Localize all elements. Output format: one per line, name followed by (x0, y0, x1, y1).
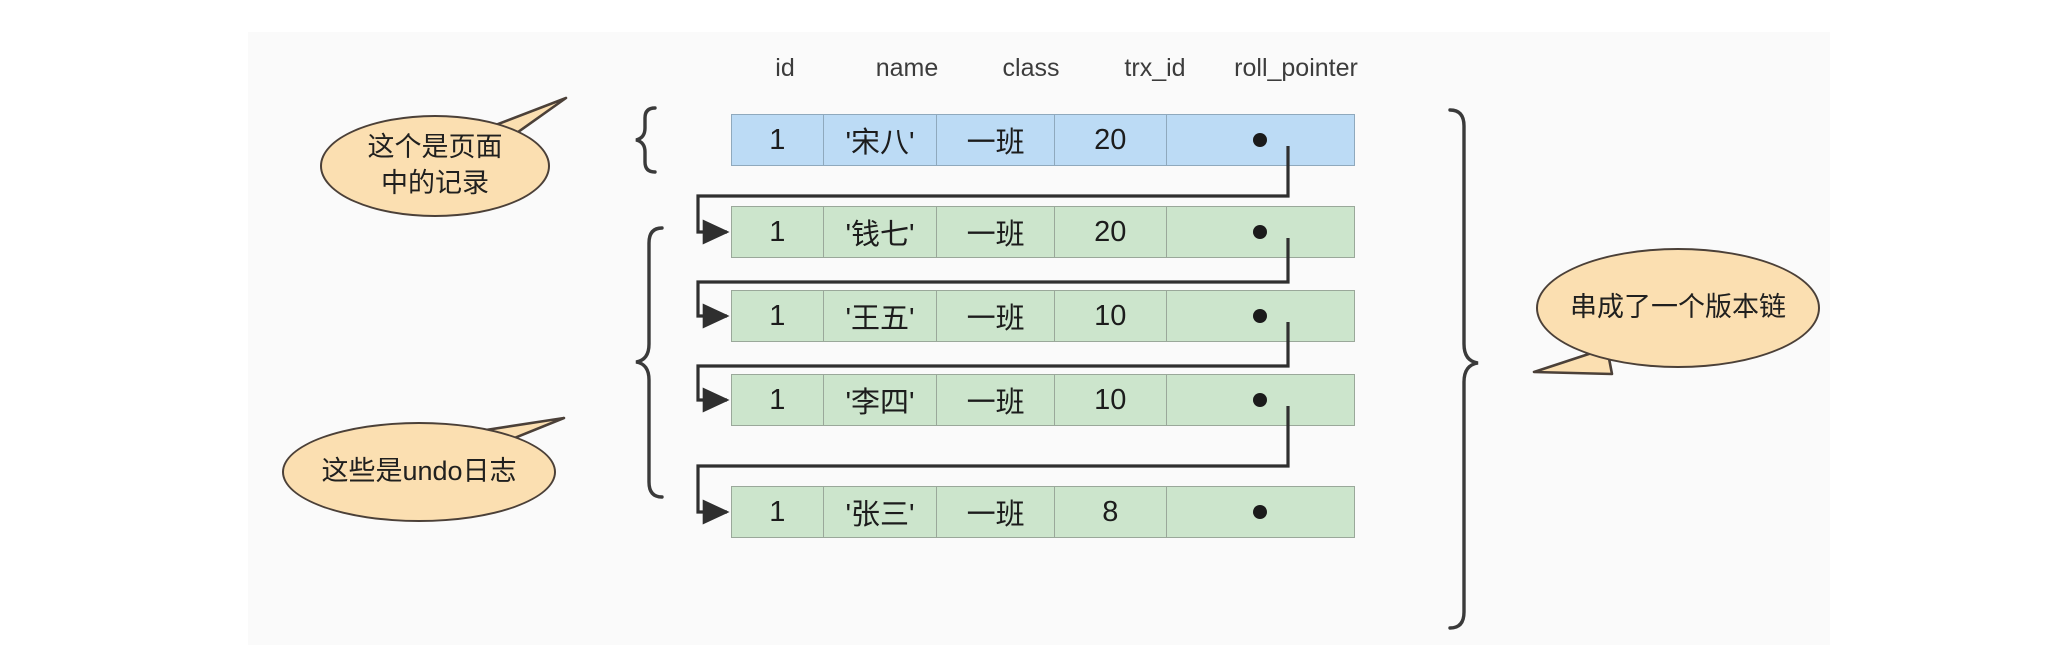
callout-line: 串成了一个版本链 (1570, 292, 1786, 323)
cell-class: 一班 (937, 207, 1055, 257)
cell-roll-pointer (1167, 487, 1354, 537)
cell-name: '钱七' (824, 207, 938, 257)
cell-roll-pointer (1167, 291, 1354, 341)
cell-name: '李四' (824, 375, 938, 425)
table-row[interactable]: 1 '李四' 一班 10 (731, 374, 1355, 426)
cell-trx-id: 20 (1055, 115, 1167, 165)
callout-page-record: 这个是页面 中的记录 (320, 115, 550, 217)
cell-trx-id: 8 (1055, 487, 1167, 537)
cell-class: 一班 (937, 115, 1055, 165)
cell-id: 1 (732, 487, 824, 537)
cell-id: 1 (732, 375, 824, 425)
column-header-id: id (775, 54, 795, 82)
column-header-roll-pointer: roll_pointer (1234, 54, 1358, 82)
pointer-dot-icon (1253, 225, 1268, 239)
cell-id: 1 (732, 207, 824, 257)
cell-roll-pointer (1167, 207, 1354, 257)
cell-class: 一班 (937, 487, 1055, 537)
cell-class: 一班 (937, 291, 1055, 341)
cell-name: '张三' (824, 487, 938, 537)
cell-roll-pointer (1167, 115, 1354, 165)
column-header-class: class (1002, 54, 1060, 82)
cell-name: '宋八' (824, 115, 938, 165)
cell-name: '王五' (824, 291, 938, 341)
cell-class: 一班 (937, 375, 1055, 425)
pointer-dot-icon (1253, 309, 1268, 323)
cell-id: 1 (732, 115, 824, 165)
pointer-dot-icon (1253, 133, 1268, 147)
column-header-name: name (875, 54, 939, 82)
callout-line: 这些是undo日志 (321, 456, 517, 487)
cell-roll-pointer (1167, 375, 1354, 425)
callout-line: 这个是页面 (367, 132, 503, 163)
pointer-dot-icon (1253, 505, 1268, 519)
cell-trx-id: 10 (1055, 291, 1167, 341)
callout-version-chain: 串成了一个版本链 (1536, 248, 1820, 368)
callout-undo-logs: 这些是undo日志 (282, 422, 556, 522)
cell-id: 1 (732, 291, 824, 341)
cell-trx-id: 20 (1055, 207, 1167, 257)
pointer-dot-icon (1253, 393, 1268, 407)
cell-trx-id: 10 (1055, 375, 1167, 425)
table-row[interactable]: 1 '王五' 一班 10 (731, 290, 1355, 342)
column-header-trx-id: trx_id (1124, 54, 1186, 82)
callout-line: 中的记录 (381, 168, 489, 198)
table-row[interactable]: 1 '张三' 一班 8 (731, 486, 1355, 538)
table-row[interactable]: 1 '钱七' 一班 20 (731, 206, 1355, 258)
table-row[interactable]: 1 '宋八' 一班 20 (731, 114, 1355, 166)
